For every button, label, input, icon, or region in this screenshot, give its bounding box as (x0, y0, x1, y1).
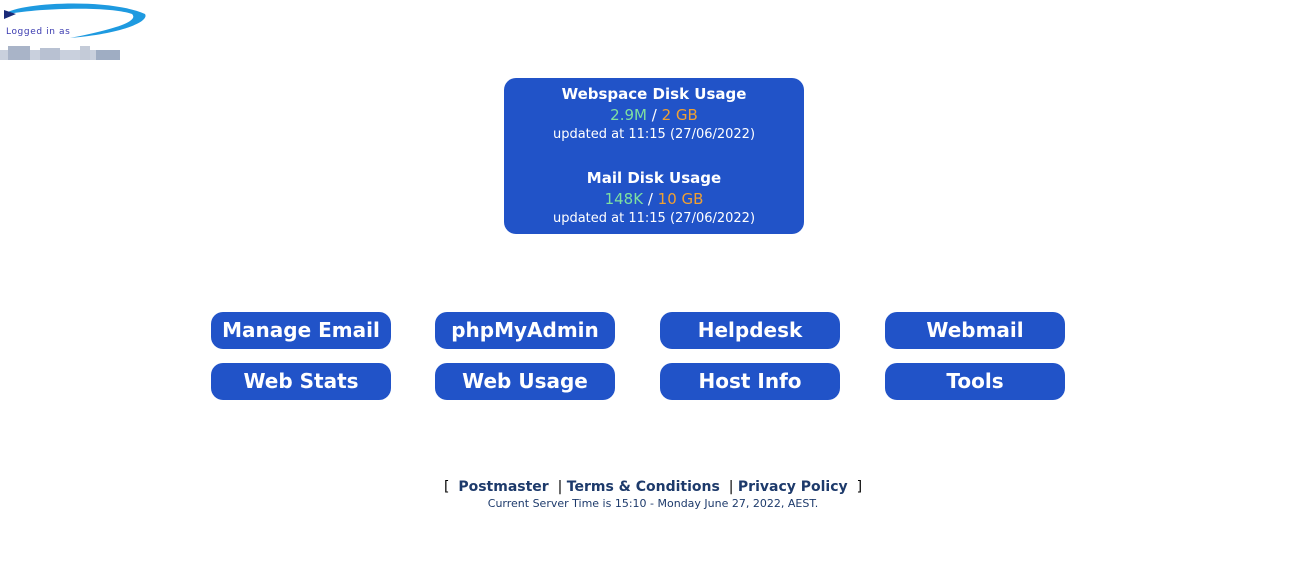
tools-button[interactable]: Tools (885, 363, 1065, 400)
mail-separator: / (647, 190, 653, 208)
phpmyadmin-button[interactable]: phpMyAdmin (435, 312, 615, 349)
webmail-button[interactable]: Webmail (885, 312, 1065, 349)
webspace-separator: / (651, 106, 657, 124)
webspace-usage-title: Webspace Disk Usage (561, 85, 747, 103)
manage-email-button[interactable]: Manage Email (211, 312, 391, 349)
webspace-updated: updated at 11:15 (27/06/2022) (552, 127, 756, 142)
disk-usage-panel: Webspace Disk Usage 2.9M / 2 GB updated … (504, 78, 804, 234)
swoosh-logo-icon (4, 3, 146, 38)
terms-link[interactable]: Terms & Conditions (566, 479, 720, 495)
webspace-used: 2.9M (610, 106, 647, 124)
webspace-usage-values: 2.9M / 2 GB (504, 104, 804, 126)
username-redacted (0, 44, 120, 60)
mail-usage: Mail Disk Usage 148K / 10 GB updated at … (504, 168, 804, 228)
web-stats-button[interactable]: Web Stats (211, 363, 391, 400)
mail-updated: updated at 11:15 (27/06/2022) (552, 211, 756, 226)
postmaster-link[interactable]: Postmaster (458, 479, 549, 495)
footer-links: [ Postmaster | Terms & Conditions | Priv… (0, 478, 1296, 496)
webspace-usage: Webspace Disk Usage 2.9M / 2 GB updated … (504, 84, 804, 144)
logged-in-label: Logged in as (6, 27, 71, 37)
footer-open-bracket: [ (443, 479, 450, 495)
server-time: Current Server Time is 15:10 - Monday Ju… (487, 497, 819, 510)
footer-divider: | (557, 479, 563, 495)
company-logo[interactable]: Logged in as (0, 0, 160, 64)
mail-quota: 10 GB (657, 190, 704, 208)
footer-close-bracket: ] (856, 479, 863, 495)
mail-used: 148K (604, 190, 644, 208)
web-usage-button[interactable]: Web Usage (435, 363, 615, 400)
webspace-quota: 2 GB (661, 106, 698, 124)
helpdesk-button[interactable]: Helpdesk (660, 312, 840, 349)
footer-divider: | (728, 479, 734, 495)
host-info-button[interactable]: Host Info (660, 363, 840, 400)
privacy-link[interactable]: Privacy Policy (737, 479, 848, 495)
mail-usage-values: 148K / 10 GB (504, 188, 804, 210)
mail-usage-title: Mail Disk Usage (586, 169, 722, 187)
